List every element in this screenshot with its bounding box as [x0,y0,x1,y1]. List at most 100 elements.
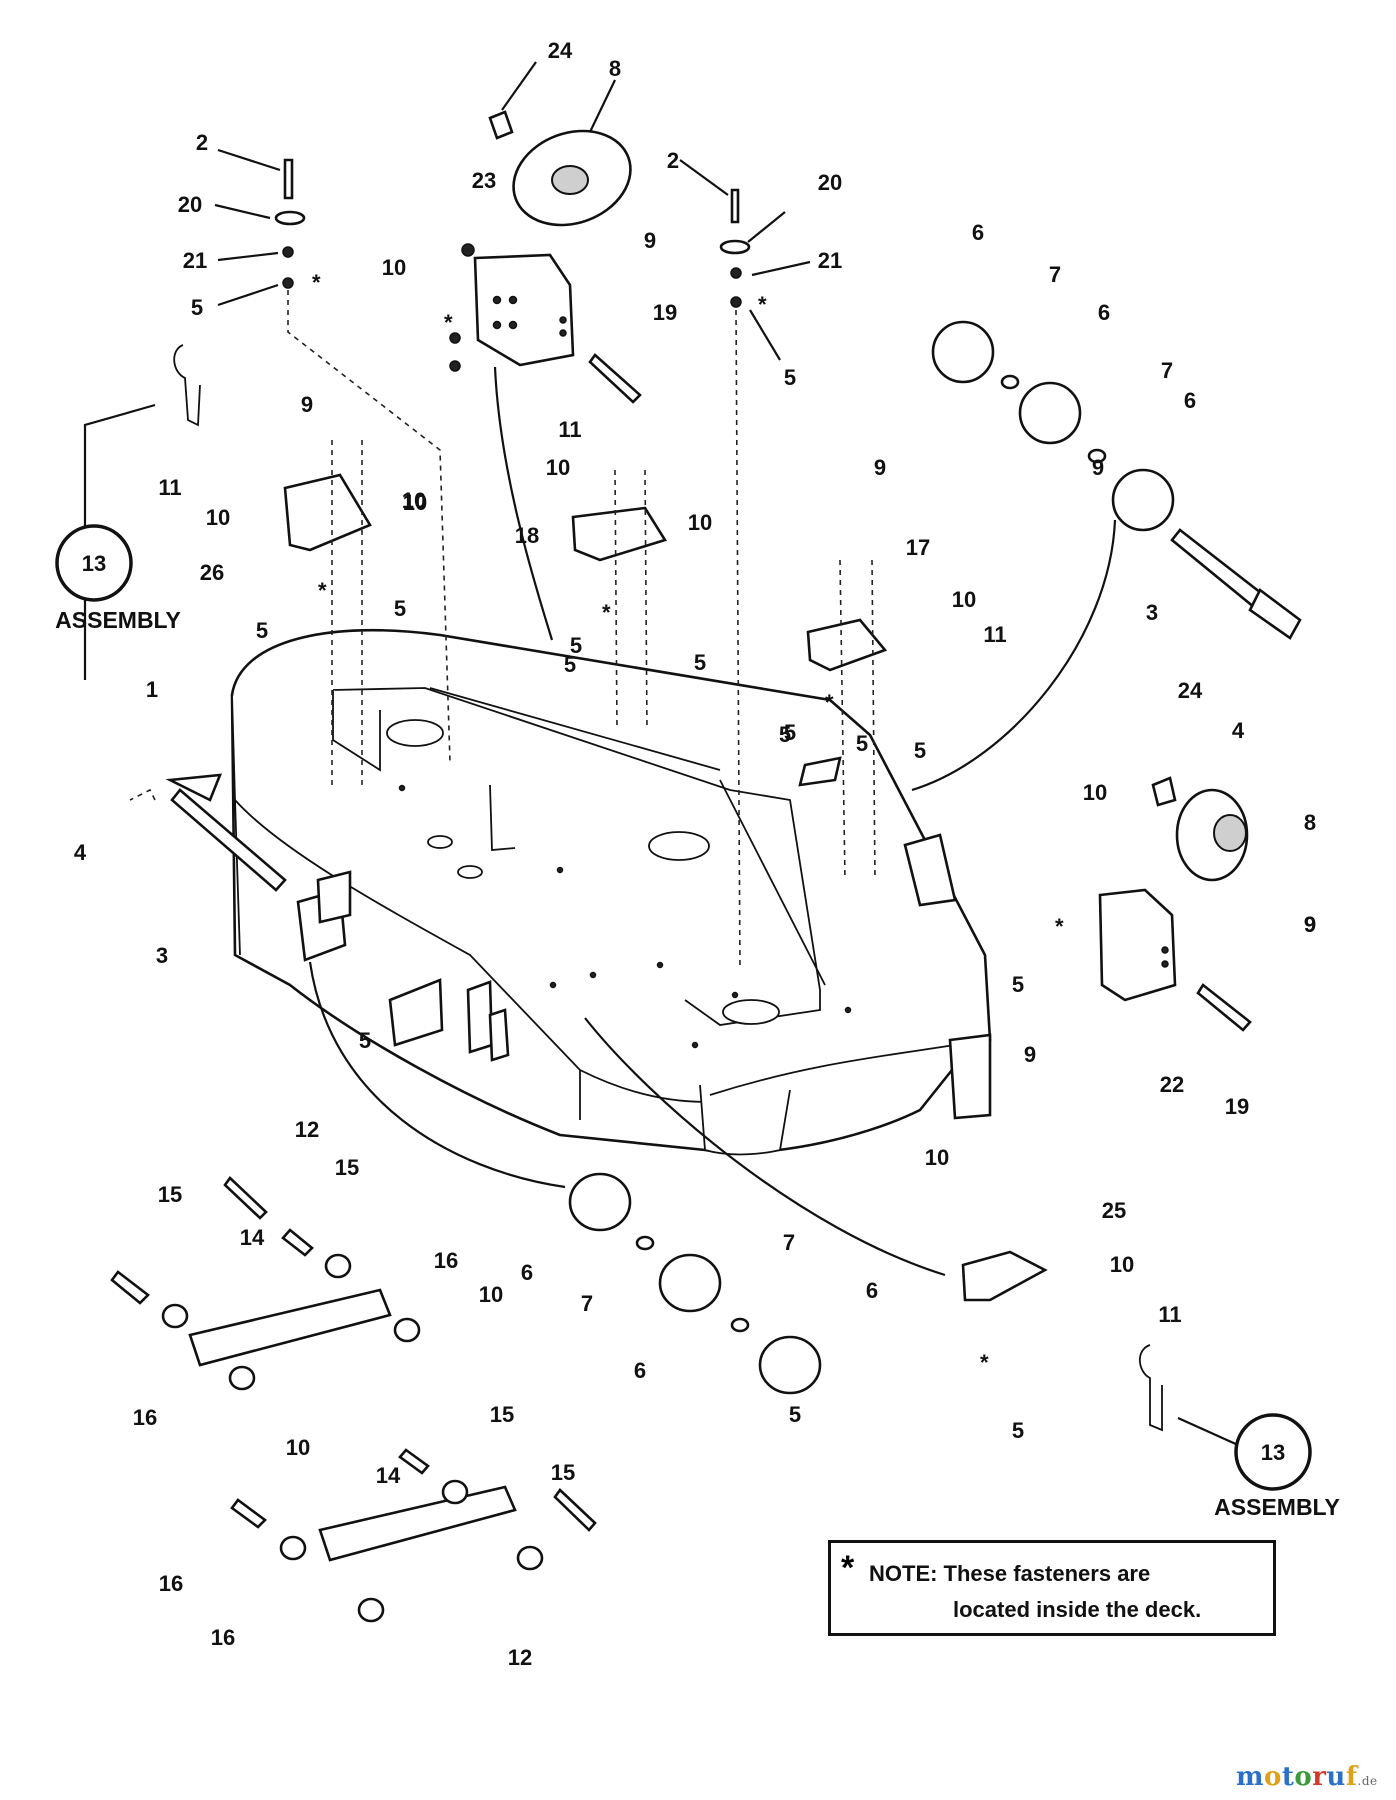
callout-5: 5 [914,738,926,763]
callout-15: 15 [551,1460,575,1485]
callout-12: 12 [295,1117,319,1142]
callout-2: 2 [667,148,679,173]
callout-9: 9 [1024,1042,1036,1067]
callout-21: 21 [818,248,842,273]
callout-1: 1 [146,677,158,702]
callout-11: 11 [983,622,1006,647]
mower-deck [230,628,992,1156]
callout-5: 5 [789,1402,801,1427]
hardware-parts [110,110,1302,1623]
callout-9: 9 [644,228,656,253]
inside-deck-star: * [1055,914,1064,939]
callout-19: 19 [1225,1094,1249,1119]
assembly-label-right: ASSEMBLY [1214,1494,1340,1520]
callout-10: 10 [403,490,427,515]
callout-5: 5 [1012,1418,1024,1443]
callout-5: 5 [394,596,406,621]
callout-7: 7 [581,1291,593,1316]
callout-5: 5 [191,295,203,320]
callout-21: 21 [183,248,207,273]
callout-5: 5 [784,720,796,745]
callout-6: 6 [972,220,984,245]
callout-26: 26 [200,560,224,585]
callout-19: 19 [653,300,677,325]
callout-5: 5 [779,722,791,747]
callout-5: 5 [856,731,868,756]
callout-labels: 2482202152310922021519676769111011109102… [74,38,1316,1670]
callout-9: 9 [874,455,886,480]
callout-11: 11 [558,417,581,442]
callout-18: 18 [515,523,539,548]
inside-deck-markers: ******** [312,270,1064,1375]
callout-8: 8 [609,56,621,81]
assembly-ref-right[interactable]: 13 ASSEMBLY [1214,1413,1340,1520]
callout-22: 22 [1160,1072,1184,1097]
assembly-label-left: ASSEMBLY [55,607,181,633]
callout-24: 24 [548,38,573,63]
callout-7: 7 [1161,358,1173,383]
watermark-letter: m [1236,1762,1265,1792]
callout-5: 5 [256,618,268,643]
watermark-letter: u [1326,1762,1346,1792]
callout-14: 14 [240,1225,265,1250]
callout-5: 5 [1012,972,1024,997]
leader-lines [214,61,811,361]
callout-16: 16 [133,1405,157,1430]
watermark-letter: f [1345,1762,1358,1792]
note-box: * NOTE: These fasteners are located insi… [828,1540,1276,1636]
callout-24: 24 [1178,678,1203,703]
callout-10: 10 [206,505,230,530]
callout-7: 7 [1049,262,1061,287]
note-star: * [841,1549,855,1587]
inside-deck-star: * [318,578,327,603]
inside-deck-star: * [980,1350,989,1375]
assembly-ref-left[interactable]: 13 ASSEMBLY [55,524,181,633]
callout-10: 10 [952,587,976,612]
watermark-logo: motoruf.de [1236,1762,1378,1792]
callout-3: 3 [1146,600,1158,625]
callout-16: 16 [159,1571,183,1596]
callout-12: 12 [508,1645,532,1670]
callout-16: 16 [434,1248,458,1273]
callout-15: 15 [158,1182,182,1207]
callout-20: 20 [818,170,842,195]
watermark-letter: o [1264,1762,1282,1792]
callout-6: 6 [521,1260,533,1285]
callout-5: 5 [570,633,582,658]
callout-6: 6 [866,1278,878,1303]
watermark-letter: o [1294,1762,1313,1792]
callout-20: 20 [178,192,202,217]
assembly-number-left: 13 [82,551,106,576]
inside-deck-star: * [444,310,453,335]
callout-5: 5 [694,650,706,675]
callout-5: 5 [359,1028,371,1053]
callout-10: 10 [688,510,712,535]
inside-deck-star: * [825,690,834,715]
callout-6: 6 [1098,300,1110,325]
callout-10: 10 [286,1435,310,1460]
callout-10: 10 [402,488,426,513]
callout-10: 10 [479,1282,503,1307]
callout-3: 3 [156,943,168,968]
note-line-1: NOTE: These fasteners are [869,1561,1151,1586]
inside-deck-star: * [312,270,321,295]
callout-15: 15 [490,1402,514,1427]
watermark-letter: r [1312,1762,1327,1792]
watermark-letter: t [1281,1762,1295,1792]
callout-11: 11 [1158,1302,1181,1327]
callout-5: 5 [564,652,576,677]
assembly-number-right: 13 [1261,1440,1285,1465]
callout-9: 9 [1304,912,1316,937]
inside-deck-star: * [758,292,767,317]
note-line-2: located inside the deck. [953,1597,1202,1622]
callout-16: 16 [211,1625,235,1650]
callout-7: 7 [783,1230,795,1255]
callout-2: 2 [196,130,208,155]
callout-6: 6 [634,1358,646,1383]
callout-4: 4 [1232,718,1245,743]
callout-10: 10 [546,455,570,480]
watermark-suffix: .de [1357,1774,1378,1788]
callout-9: 9 [301,392,313,417]
callout-10: 10 [382,255,406,280]
callout-9: 9 [1304,912,1316,937]
